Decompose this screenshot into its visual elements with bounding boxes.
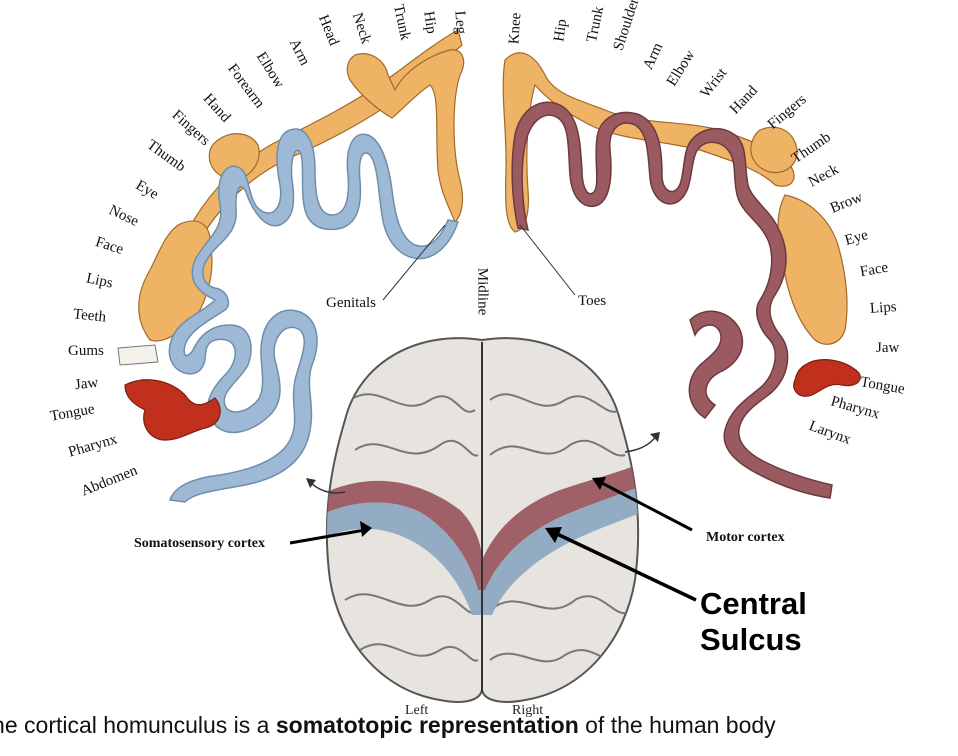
motor-pointer [599, 480, 693, 532]
brain-sensory-band [326, 478, 639, 615]
brain-motor-band [326, 455, 639, 590]
label-hip: Hip [420, 10, 440, 35]
right-face-figure [777, 194, 848, 345]
caption: The cortical homunculus is a somatotopic… [0, 712, 958, 756]
somatosensory-ribbon [168, 128, 459, 503]
label-teeth: Teeth [72, 306, 107, 326]
toes-pointer [519, 224, 576, 296]
label-knee: Knee [506, 12, 525, 45]
central-sulcus-line1: Central [700, 586, 807, 621]
label-jaw-right: Jaw [876, 340, 900, 356]
motor-ribbon [511, 101, 833, 499]
motor-cortex-label: Motor cortex [706, 530, 785, 545]
label-midline: Midline [474, 267, 491, 316]
somatosensory-cortex-label: Somatosensory cortex [134, 536, 266, 551]
label-lips-right: Lips [869, 299, 898, 317]
right-hand-figure [750, 126, 798, 174]
somatosensory-pointer [289, 528, 366, 545]
hemisphere-right-label: Right [512, 703, 544, 718]
genitals-pointer [382, 224, 446, 301]
hemisphere-left-label: Left [405, 703, 429, 718]
label-leg: Leg [451, 10, 469, 35]
left-teeth-figure [117, 344, 159, 366]
label-jaw: Jaw [74, 374, 100, 394]
central-sulcus-label: Central Sulcus [700, 586, 860, 658]
left-leg-figure [346, 49, 465, 224]
central-sulcus-line2: Sulcus [700, 622, 802, 657]
brain-gyri [326, 393, 639, 663]
central-sulcus-pointer [554, 531, 697, 602]
label-toes: Toes [578, 293, 607, 309]
somatosensory-arrowhead [360, 521, 372, 537]
label-genitals: Genitals [326, 295, 376, 311]
caption-bold: somatotopic representation [275, 712, 579, 738]
label-hip-right: Hip [551, 18, 571, 43]
right-tongue-figure [793, 359, 861, 397]
right-curved-arrow [624, 435, 657, 453]
caption-part2: of the human body [578, 712, 776, 738]
motor-ribbon-lower [688, 310, 744, 420]
caption-part1: The cortical homunculus is a [0, 712, 276, 738]
label-gums: Gums [68, 343, 104, 359]
motor-arrowhead [592, 477, 606, 490]
central-sulcus-arrowhead [545, 527, 562, 543]
left-tongue-figure [124, 379, 221, 441]
